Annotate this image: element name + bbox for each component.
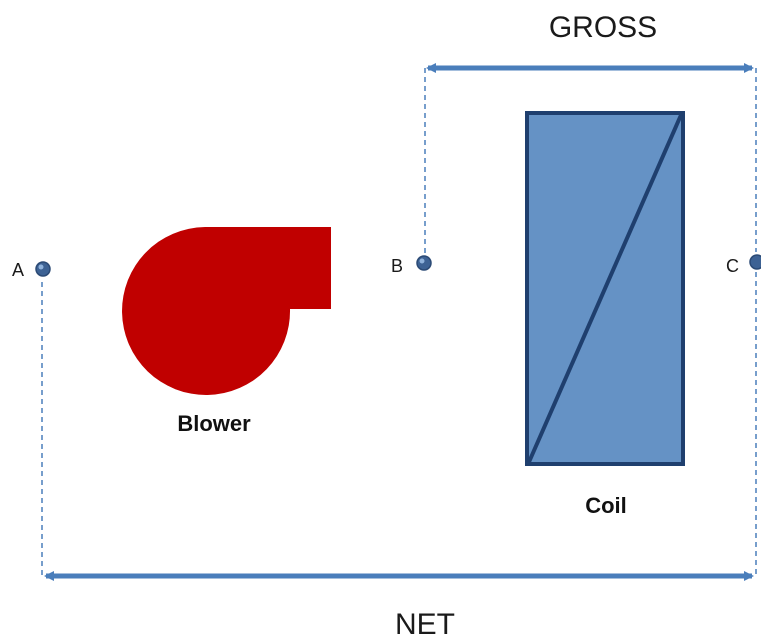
point-a-marker [35,261,51,277]
point-a-highlight [38,264,44,270]
point-c-marker [749,254,761,270]
coil-label: Coil [585,493,627,518]
point-b-marker [416,255,432,271]
gross-label: GROSS [549,11,657,44]
point-c-label: C [726,256,739,276]
point-b-highlight [419,258,425,264]
point-a-label: A [12,260,24,280]
blower-label: Blower [177,411,251,436]
net-label: NET [395,608,455,641]
blower-icon [122,227,331,395]
point-b-label: B [391,256,403,276]
coil-diagonal-line [527,114,683,463]
